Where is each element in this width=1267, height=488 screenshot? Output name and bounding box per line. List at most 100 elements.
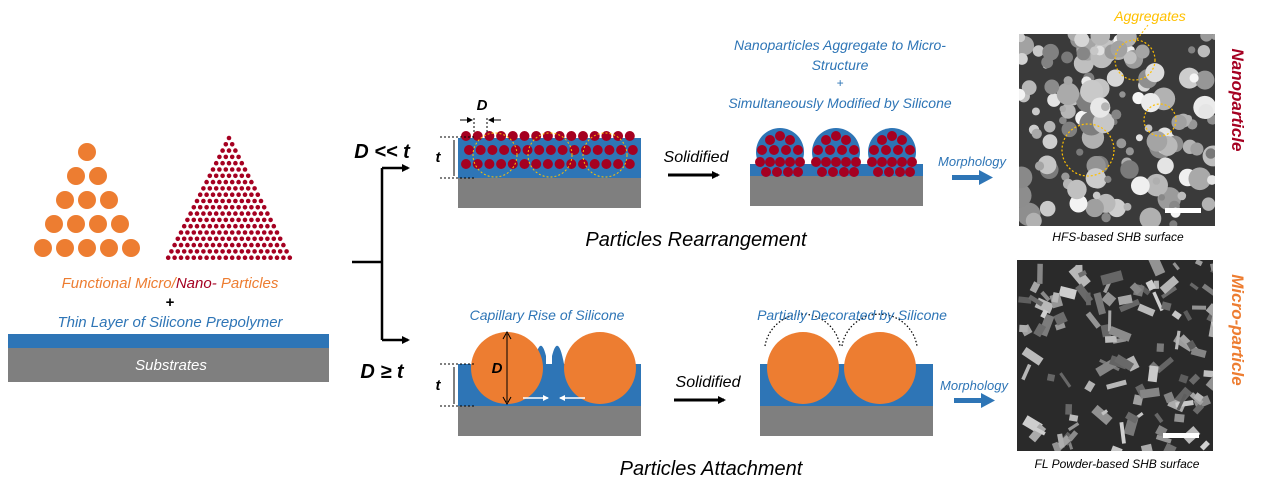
nano-particle (245, 236, 251, 242)
sem-flake (1193, 392, 1204, 403)
nano-particle (226, 186, 232, 191)
nano-particle (229, 179, 235, 185)
aggregate-title-line3: Simultaneously Modified by Silicone (728, 95, 952, 111)
nano-particle (220, 249, 225, 254)
sem-grain (1188, 167, 1212, 191)
sem-flake (1188, 373, 1201, 385)
nano-particle (905, 167, 915, 177)
nano-particle (236, 167, 241, 172)
nano-particle (239, 223, 245, 229)
nano-particle (210, 217, 216, 223)
blue-right-arrow-icon (954, 393, 995, 408)
sem-flake (1156, 343, 1165, 352)
nano-particle (181, 223, 187, 229)
nano-particle (507, 159, 518, 169)
nano-particle (210, 242, 216, 248)
nano-particle (242, 167, 248, 172)
nano-particle (887, 131, 897, 141)
nano-particle (233, 173, 238, 179)
nano-particle (207, 173, 213, 179)
micro-particle (78, 191, 96, 209)
nano-particle (252, 198, 257, 204)
nano-particle (542, 131, 553, 141)
nano-particle (274, 242, 280, 248)
nano-particle (204, 192, 209, 197)
micro-particle (89, 167, 107, 185)
nano-particle (849, 145, 859, 155)
nano-particle (197, 205, 203, 210)
nano-particle (197, 217, 203, 223)
sem-flake (1118, 298, 1141, 313)
nano-particle (249, 230, 254, 235)
nano-particle (188, 249, 193, 254)
sem-flake (1147, 365, 1159, 383)
sem-grain (1207, 175, 1215, 185)
sem-flake (1129, 282, 1143, 295)
nano-particle (223, 167, 229, 172)
nano-particle (905, 145, 915, 155)
nano-particle (867, 157, 877, 167)
substrate-block (8, 348, 329, 382)
nano-particle (484, 131, 495, 141)
sem-flake (1206, 313, 1213, 324)
nano-particle (204, 230, 209, 235)
top-after-schematic (750, 128, 923, 206)
sem-grain (1141, 92, 1161, 113)
nano-particle (542, 159, 553, 169)
nano-particle (213, 198, 219, 204)
sem-grain (1019, 88, 1026, 101)
nano-particle (884, 167, 894, 177)
nano-particle (624, 131, 635, 141)
sem-flake (1059, 372, 1072, 388)
nano-particle (178, 230, 184, 235)
sem-grain (1101, 212, 1111, 223)
nano-particle (220, 173, 225, 179)
nano-particle (522, 145, 533, 155)
branch-connector (352, 164, 410, 344)
nano-particle (197, 242, 203, 248)
sem-grain (1135, 134, 1143, 142)
sem-flake (1053, 311, 1068, 326)
nano-particle (627, 145, 638, 155)
nano-particle (220, 198, 225, 204)
nano-particle (226, 160, 232, 166)
nano-particle (252, 186, 257, 191)
sem-flake (1067, 422, 1080, 432)
nano-particle (217, 192, 222, 197)
micro-particle (78, 239, 96, 257)
nano-particle (475, 145, 486, 155)
sem-grain (1063, 76, 1073, 86)
nano-particle (813, 145, 823, 155)
nano-particle (239, 160, 245, 166)
label-nano: Nano- (176, 275, 217, 292)
nano-particle (172, 255, 177, 260)
nano-particle (217, 154, 222, 160)
nano-particle (172, 242, 177, 248)
nano-particle (274, 230, 280, 235)
sem-grain (1211, 34, 1215, 40)
nano-particle (217, 255, 222, 260)
nano-particle (592, 145, 603, 155)
nano-particle (765, 157, 775, 167)
nano-particle (271, 223, 277, 229)
top-caption: Particles Rearrangement (585, 229, 808, 251)
nano-particle (204, 217, 209, 223)
nano-particle (258, 223, 264, 229)
sem-grain (1059, 116, 1067, 125)
sem-flake (1190, 347, 1207, 358)
sem-grain (1195, 70, 1215, 90)
sem-grain (1019, 34, 1026, 43)
nano-particle (220, 223, 225, 229)
bottom-dim-D-label: D (492, 360, 503, 377)
sem-grain (1146, 130, 1168, 152)
nano-particle (207, 211, 213, 216)
nano-particle (769, 145, 779, 155)
sem-grain (1032, 45, 1045, 57)
aggregate-title-plus: + (836, 76, 843, 90)
sem-flake (1155, 356, 1174, 374)
nano-particle (258, 198, 264, 204)
nano-particle (213, 211, 219, 216)
nano-particle (245, 223, 251, 229)
nano-particle (484, 159, 495, 169)
nano-particle (519, 159, 530, 169)
